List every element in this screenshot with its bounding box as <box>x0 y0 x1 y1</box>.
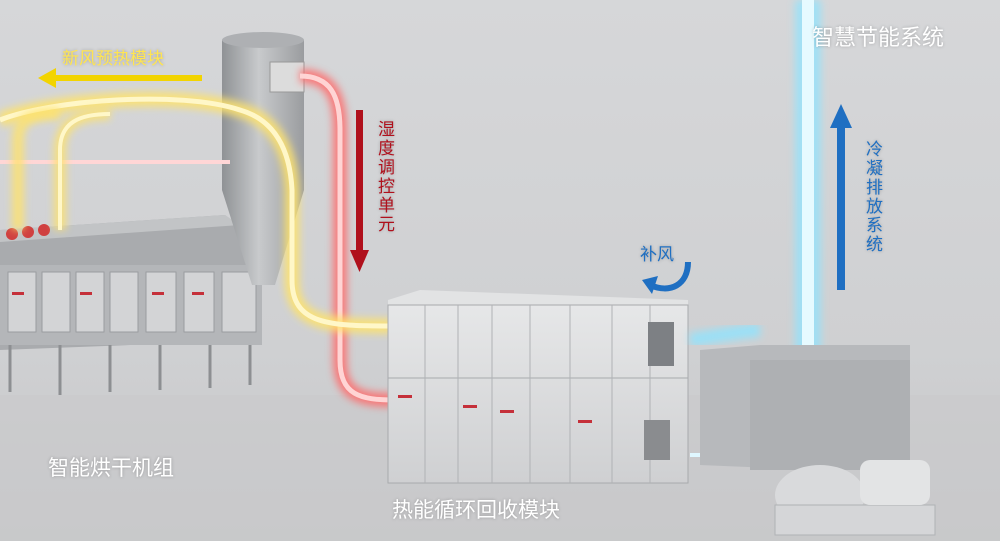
humidity-arrow <box>350 110 369 272</box>
makeup-air-label: 补风 <box>640 245 674 265</box>
heat-recovery-label: 热能循环回收模块 <box>392 498 560 522</box>
cyclone-tower <box>222 32 305 285</box>
warm-air-pipe <box>0 91 393 334</box>
condenser-housing <box>700 345 936 536</box>
title-label: 智慧节能系统 <box>812 26 945 51</box>
heat-recovery-box <box>387 290 689 484</box>
humidity-control-label: 湿度调控单元 <box>374 120 394 234</box>
fresh-air-preheat-label: 新风预热模块 <box>62 49 164 69</box>
hot-air-pipe <box>0 69 396 407</box>
condensate-exhaust-label: 冷凝排放系统 <box>862 140 882 254</box>
condensate-arrow <box>830 104 852 290</box>
dryer-unit-label: 智能烘干机组 <box>48 456 174 480</box>
makeup-air-arrow <box>642 261 691 294</box>
dryer-machine <box>0 215 262 395</box>
fresh-air-arrow <box>38 68 202 88</box>
